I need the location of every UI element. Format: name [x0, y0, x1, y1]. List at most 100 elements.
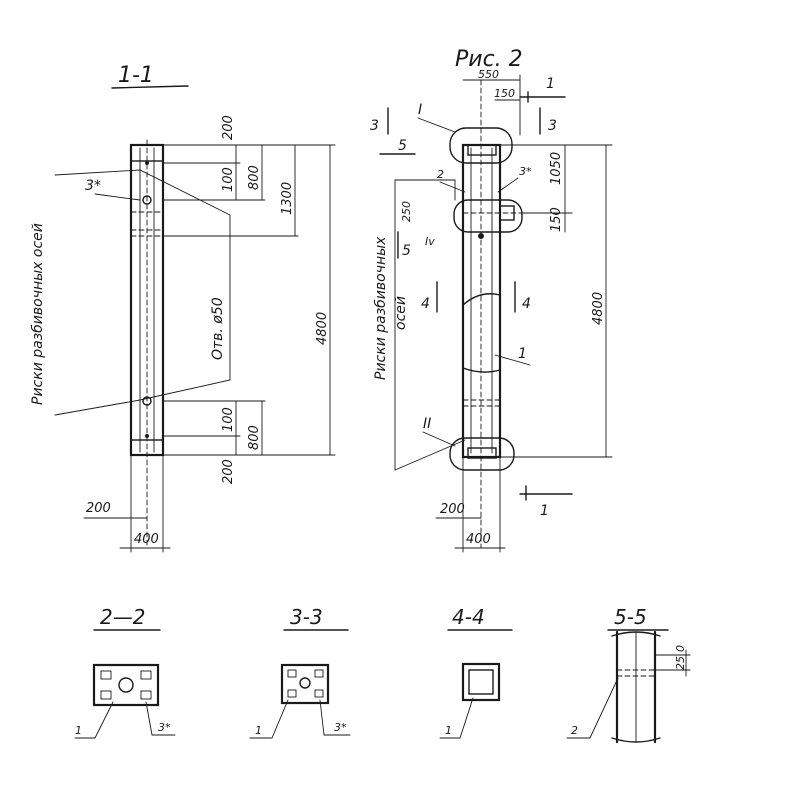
- node-bottom-leader: [422, 431, 456, 447]
- cut-3-left-label: 3: [370, 118, 379, 134]
- section-2-2-corner-3: [100, 690, 112, 700]
- figure-title: Рис. 2: [455, 47, 523, 72]
- section-5-5-label-2: 2: [571, 724, 578, 737]
- section-3-3-outline: [280, 663, 330, 705]
- dim-width-half: 200: [86, 501, 111, 516]
- cut-4-right-label: 4: [522, 296, 531, 312]
- section-2-2-title: 2—2: [100, 605, 145, 629]
- section-4-4-outer: [461, 662, 501, 702]
- section-4-4-label-1: 1: [445, 724, 452, 737]
- section-2-2-leader-2b: [145, 701, 153, 736]
- section-5-5: 5-5 0 25 2: [566, 605, 691, 744]
- section-2-2-label-1: 1: [75, 724, 82, 737]
- main-view-fig-2: Рис. 2 I II Iv 2 3* 1 Риски разб: [370, 47, 613, 553]
- dim-total: 4800: [315, 312, 330, 345]
- section-2-2-label-2: 3*: [158, 721, 171, 734]
- dim-550: 550: [478, 68, 499, 81]
- section-2-2-corner-2: [140, 670, 152, 680]
- hole-top-icon: [142, 195, 152, 205]
- hole-note: Отв. ø50: [210, 297, 226, 360]
- main-dim-width: 400: [466, 532, 491, 547]
- section-2-2: 2—2 1 3*: [74, 605, 176, 739]
- section-2-2-hole-icon: [118, 677, 134, 693]
- section-2-2-leader-1: [74, 701, 114, 739]
- section-5-5-leader: [566, 677, 619, 739]
- bottom-plate: [130, 439, 164, 456]
- dim-top-b: 100: [221, 167, 236, 192]
- title-underline: [111, 85, 189, 89]
- node-top-outline: [449, 127, 513, 164]
- section-5-5-title: 5-5: [614, 605, 647, 629]
- dim-4800-main: 4800: [591, 292, 606, 325]
- cut-4-left-label: 4: [421, 296, 430, 312]
- dim-150-right: 150: [549, 207, 564, 232]
- callout-item-2: 2: [437, 168, 444, 181]
- node-bottom-outline: [449, 437, 515, 471]
- item-2-leader: [439, 181, 466, 193]
- section-3-3-leader-1: [249, 699, 289, 739]
- section-view-title: 1-1: [118, 63, 154, 88]
- item-1-leader: [494, 354, 531, 366]
- section-5-5-label-0: 0: [674, 645, 687, 652]
- section-3-3: 3-3 1 3*: [249, 605, 351, 739]
- cut-1-top-label: 1: [546, 76, 555, 92]
- cut-5-top-label: 5: [398, 138, 407, 154]
- callout-leader: [94, 193, 141, 201]
- dim-top-a: 200: [221, 115, 236, 140]
- callout-item-3: 3*: [519, 165, 532, 178]
- dim-width: 400: [134, 532, 159, 547]
- dim-bot-c: 200: [221, 459, 236, 484]
- section-3-3-corner-3: [287, 689, 297, 698]
- axis-note-leader-top: [394, 179, 456, 201]
- dim-bot-a: 100: [221, 407, 236, 432]
- section-view-1-1: 1-1 Риски разбивочных осей 3* Отв. ø50: [30, 63, 336, 553]
- section-4-4-title: 4-4: [452, 605, 485, 629]
- break-zone: [462, 293, 501, 373]
- main-dim-width-half: 200: [440, 502, 465, 517]
- section-2-2-corner-1: [100, 670, 112, 680]
- node-label-mid: Iv: [425, 235, 435, 248]
- section-4-4: 4-4 1: [439, 605, 513, 739]
- section-3-3-corner-2: [314, 669, 324, 678]
- section-3-3-label-1: 1: [255, 724, 262, 737]
- node-mid-outline: [453, 199, 523, 233]
- section-2-2-corner-4: [140, 690, 152, 700]
- dim-top-c: 800: [247, 165, 262, 190]
- dim-250: 250: [400, 201, 413, 222]
- dim-1050: 1050: [549, 152, 564, 185]
- axis-marks-note: Риски разбивочных осей: [30, 223, 46, 405]
- node-label-top: I: [418, 102, 422, 118]
- section-3-3-title: 3-3: [290, 605, 323, 629]
- section-3-3-corner-1: [287, 669, 297, 678]
- section-5-5-walls: [615, 630, 657, 744]
- section-3-3-corner-4: [314, 689, 324, 698]
- note-leader: [54, 169, 231, 416]
- axis-note-line-1: Риски разбивочных: [373, 236, 389, 380]
- hole-bottom-icon: [142, 396, 152, 406]
- node-label-bottom: II: [423, 416, 431, 432]
- cut-1-bottom-label: 1: [540, 503, 549, 519]
- axis-note-line-2: осей: [393, 296, 409, 330]
- section-2-2-outline: [92, 663, 160, 707]
- mid-dot: [478, 233, 484, 239]
- callout-item-1: 1: [518, 346, 527, 362]
- mark-top-dot: [145, 161, 149, 165]
- cut-5-bottom-label: 5: [402, 243, 411, 259]
- section-3-3-leader-2b: [319, 699, 325, 736]
- item-3-leader: [497, 177, 519, 193]
- slot-box: [499, 205, 515, 221]
- dim-mid: 1300: [280, 182, 295, 215]
- dim-bot-b: 800: [247, 425, 262, 450]
- section-4-4-inner: [468, 669, 494, 695]
- axis-note-leader-bot: [394, 179, 466, 471]
- section-5-5-label-25: 25: [674, 656, 687, 670]
- top-plate-detail: [467, 144, 497, 156]
- section-4-4-leader: [439, 697, 474, 739]
- section-3-3-label-2: 3*: [334, 721, 347, 734]
- cut-3-right-label: 3: [548, 118, 557, 134]
- section-3-3-hole-icon: [299, 677, 311, 689]
- callout-3star: 3*: [85, 178, 101, 194]
- bottom-plate-detail: [467, 447, 497, 459]
- node-top-leader: [417, 117, 456, 133]
